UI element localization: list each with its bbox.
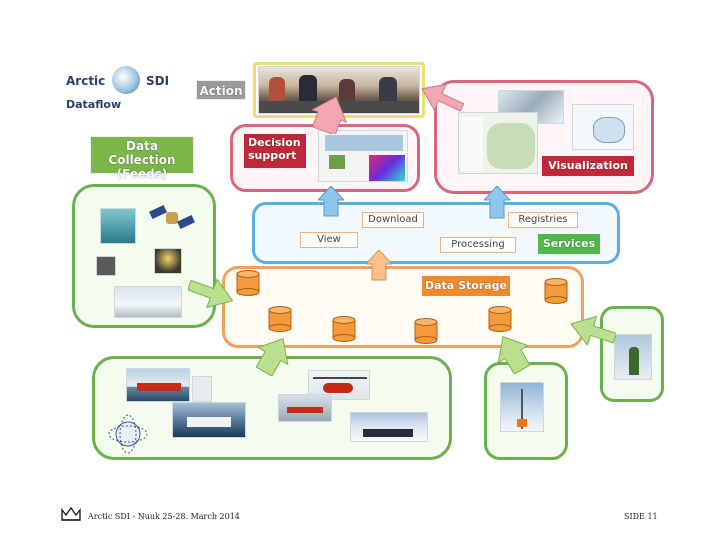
night-sensor-image	[154, 248, 182, 274]
arrow-field-to-storage	[256, 338, 289, 376]
arctic-map-image	[572, 104, 634, 150]
download-chip: Download	[362, 212, 424, 228]
research-vessel-image	[172, 402, 246, 438]
arrow-services-to-decision	[318, 186, 344, 217]
decision-map-image	[318, 130, 408, 182]
arrow-feeds-to-storage	[188, 278, 234, 309]
arrow-services-to-visualization	[484, 186, 510, 219]
arrow-station-to-storage	[497, 336, 530, 374]
data-storage-label: Data Storage	[422, 276, 510, 296]
services-label: Services	[538, 234, 600, 254]
registries-chip: Registries	[508, 212, 578, 228]
arrow-visualization-to-action	[421, 83, 465, 112]
buoy-image	[96, 256, 116, 276]
seaplane-image	[278, 394, 332, 422]
arrow-storage-to-services	[366, 250, 392, 281]
satellite-icon	[149, 200, 196, 236]
underwater-instrument-image	[100, 208, 136, 244]
icebreaker-ship-image	[126, 368, 190, 402]
orbit-globe-icon	[108, 414, 148, 454]
database-icon	[236, 270, 260, 296]
database-icon	[488, 306, 512, 332]
snow-field-image	[114, 286, 182, 318]
crown-icon	[60, 506, 82, 522]
arrow-surveyor-to-storage	[570, 315, 616, 347]
decision-support-label: Decision support	[244, 134, 306, 168]
footer-event-text: Arctic SDI - Nuuk 25-28. March 2014	[88, 512, 240, 521]
logo-text-arctic: Arctic	[66, 74, 106, 88]
arctic-sdi-logo: Arctic SDI Dataflow	[62, 62, 182, 114]
web-map-screenshot	[458, 112, 538, 174]
globe-icon	[112, 66, 140, 94]
logo-text-dataflow: Dataflow	[66, 98, 122, 111]
data-collection-label: Data Collection (Feeds)	[90, 136, 194, 180]
antenna-image	[192, 376, 212, 402]
database-icon	[414, 318, 438, 344]
ice-vehicles-image	[350, 412, 428, 442]
processing-chip: Processing	[440, 237, 516, 253]
database-icon	[332, 316, 356, 342]
footer-slide-number: SIDE 11	[624, 512, 658, 521]
surveyor-image	[614, 334, 652, 380]
action-label: Action	[196, 80, 246, 100]
logo-text-sdi: SDI	[146, 74, 170, 88]
database-icon	[268, 306, 292, 332]
visualization-label: Visualization	[542, 156, 634, 176]
view-chip: View	[300, 232, 358, 248]
weather-station-image	[500, 382, 544, 432]
database-icon	[544, 278, 568, 304]
arrow-decision-to-action	[312, 96, 348, 134]
